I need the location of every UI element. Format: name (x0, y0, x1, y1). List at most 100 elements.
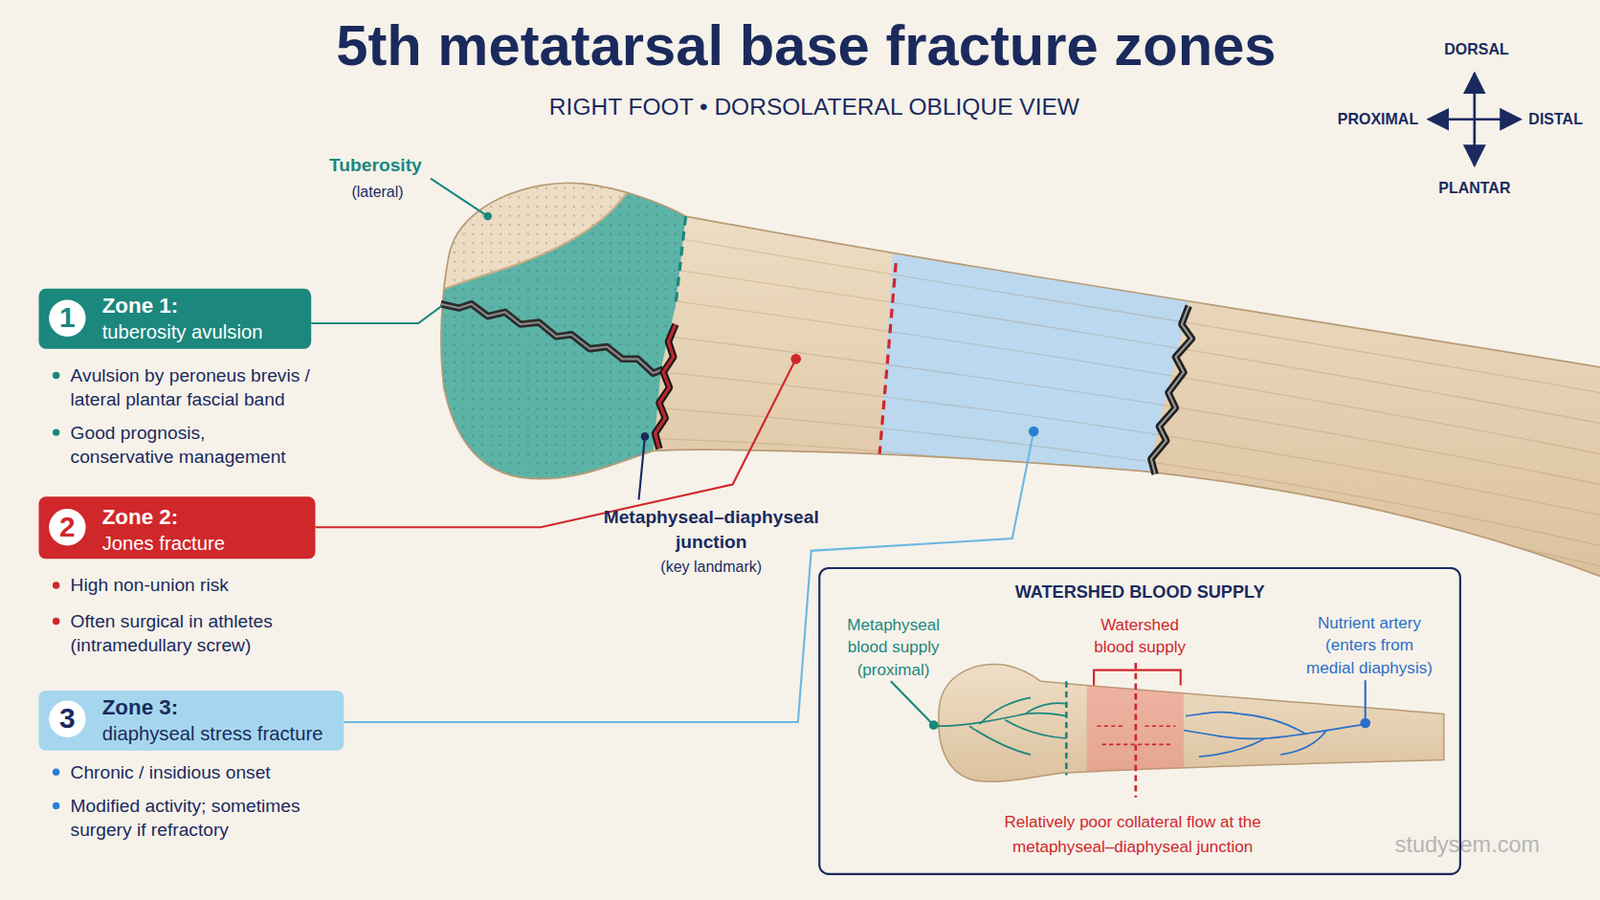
node-text: Metaphyseal blood supply (proximal) (834, 614, 953, 682)
zone-boundary (1065, 681, 1068, 776)
vessel (1240, 713, 1307, 734)
node-text: diaphyseal stress fracture (102, 722, 343, 748)
vessel (1004, 720, 1067, 739)
bullet-note: High non-union risk (70, 573, 336, 599)
direction-label: DORSAL (1425, 39, 1529, 60)
metaphyseal-vessels (934, 697, 1067, 756)
subtitle: RIGHT FOOT • DORSOLATERAL OBLIQUE VIEW (457, 91, 1172, 123)
node-heading: Zone 2: (102, 504, 307, 532)
zone1-texture (408, 142, 690, 531)
tuberosity-texture (408, 142, 634, 291)
bullet-dot (52, 372, 60, 379)
bullet-note: Often surgical in athletes (intramedulla… (70, 609, 316, 659)
direction-label: PROXIMAL (1316, 109, 1420, 130)
node-heading: 3 (47, 702, 88, 737)
node-heading: 1 (47, 301, 88, 336)
bullet-dot (52, 802, 60, 810)
flow-mark (1144, 725, 1176, 728)
zone-boundary (879, 263, 896, 454)
zone-number: 2 (47, 508, 88, 548)
metatarsal-bone (408, 142, 1600, 613)
mini-bone (938, 665, 1445, 783)
bone-zones (408, 142, 1600, 613)
flow-mark (1102, 744, 1175, 747)
leaders (311, 178, 1034, 723)
node-text: tuberosity avulsion (102, 320, 307, 346)
nutrient-vessels (1183, 712, 1366, 758)
grain-line (663, 372, 1600, 515)
compass-arrow (1428, 117, 1475, 121)
node-text: Nutrient artery (enters from medial diap… (1303, 612, 1437, 680)
bullet-dot (52, 618, 60, 625)
watershed-bracket (1093, 670, 1181, 687)
grain-line (686, 240, 1600, 394)
bullet-note: Good prognosis, conservative management (70, 420, 301, 469)
leader-dot (483, 212, 492, 222)
bullet-note: Modified activity; sometimes surgery if … (70, 794, 332, 844)
bullet-note: Chronic / insidious onset (70, 759, 357, 785)
vessel (1025, 703, 1067, 714)
leader-line (314, 358, 796, 528)
leader-dot (1359, 718, 1371, 730)
zone-box: Zone 3:diaphyseal stress fracture 3 (39, 690, 345, 752)
vessel (1199, 738, 1266, 757)
grain-line (652, 439, 1600, 567)
landmark-label: Metaphyseal–diaphyseal junction (578, 505, 845, 555)
leader-line (311, 306, 442, 324)
zone-boundary (675, 216, 687, 307)
orientation-compass (1428, 73, 1521, 166)
vessel (969, 726, 1031, 756)
direction-label: PLANTAR (1423, 177, 1527, 199)
bullet-dot (52, 768, 60, 776)
zone-number: 1 (47, 298, 88, 338)
title: 5th metatarsal base fracture zones (194, 13, 1420, 79)
node-heading: WATERSHED BLOOD SUPPLY (820, 581, 1460, 604)
zone1-fracture-core (441, 304, 664, 375)
tuberosity-cap (408, 142, 634, 291)
bullet-note: Avulsion by peroneus brevis / lateral pl… (70, 363, 342, 413)
compass-arrow (1473, 73, 1477, 120)
compass-arrow (1474, 117, 1521, 121)
node-heading: Zone 1: (102, 292, 307, 320)
grain-line (667, 336, 1600, 486)
jones-fracture-core (655, 324, 676, 449)
leader-dot (1028, 426, 1040, 438)
zone1-fracture (441, 304, 664, 375)
compass-arrow (1473, 119, 1477, 166)
flow-mark (1096, 725, 1123, 728)
poor-flow-marks (1096, 726, 1176, 745)
bullet-dot (52, 428, 60, 436)
zone3-region (879, 203, 1197, 613)
zone-box: Zone 1:tuberosity avulsion 1 (39, 288, 312, 350)
bone-outline (441, 182, 1600, 577)
bullet-dot (52, 581, 60, 589)
vessel (1280, 730, 1327, 756)
zone1-region (408, 142, 690, 531)
zone-number: 3 (47, 700, 88, 740)
node-heading: 2 (47, 510, 88, 545)
zone3-fracture-core (1151, 306, 1193, 475)
zone-boundary (1133, 663, 1137, 799)
node-text: Relatively poor collateral flow at the m… (964, 809, 1302, 861)
leader-line (1364, 680, 1367, 723)
leader-dot (929, 720, 939, 731)
inset-panel: WATERSHED BLOOD SUPPLY Metaphyseal blood … (818, 567, 1462, 876)
jones-fracture (655, 324, 676, 449)
node-heading: Zone 3: (102, 694, 343, 722)
leader-line (890, 681, 934, 726)
landmark-note: (key landmark) (629, 556, 794, 578)
vessel (1185, 712, 1241, 717)
part-label: Tuberosity (313, 154, 437, 178)
direction-label: DISTAL (1528, 109, 1600, 130)
node-text: Watershed blood supply (1088, 614, 1192, 660)
vessel (1183, 724, 1366, 739)
zone-box: Zone 2:Jones fracture2 (39, 496, 316, 559)
leader-dot (790, 354, 801, 365)
leader-line (430, 178, 489, 217)
leader-dot (641, 432, 650, 442)
watermark: studysem.com (1385, 830, 1550, 861)
leader-line (343, 431, 1034, 723)
vessel (934, 713, 1067, 728)
part-note: (lateral) (326, 181, 429, 202)
leader-line (639, 436, 645, 500)
